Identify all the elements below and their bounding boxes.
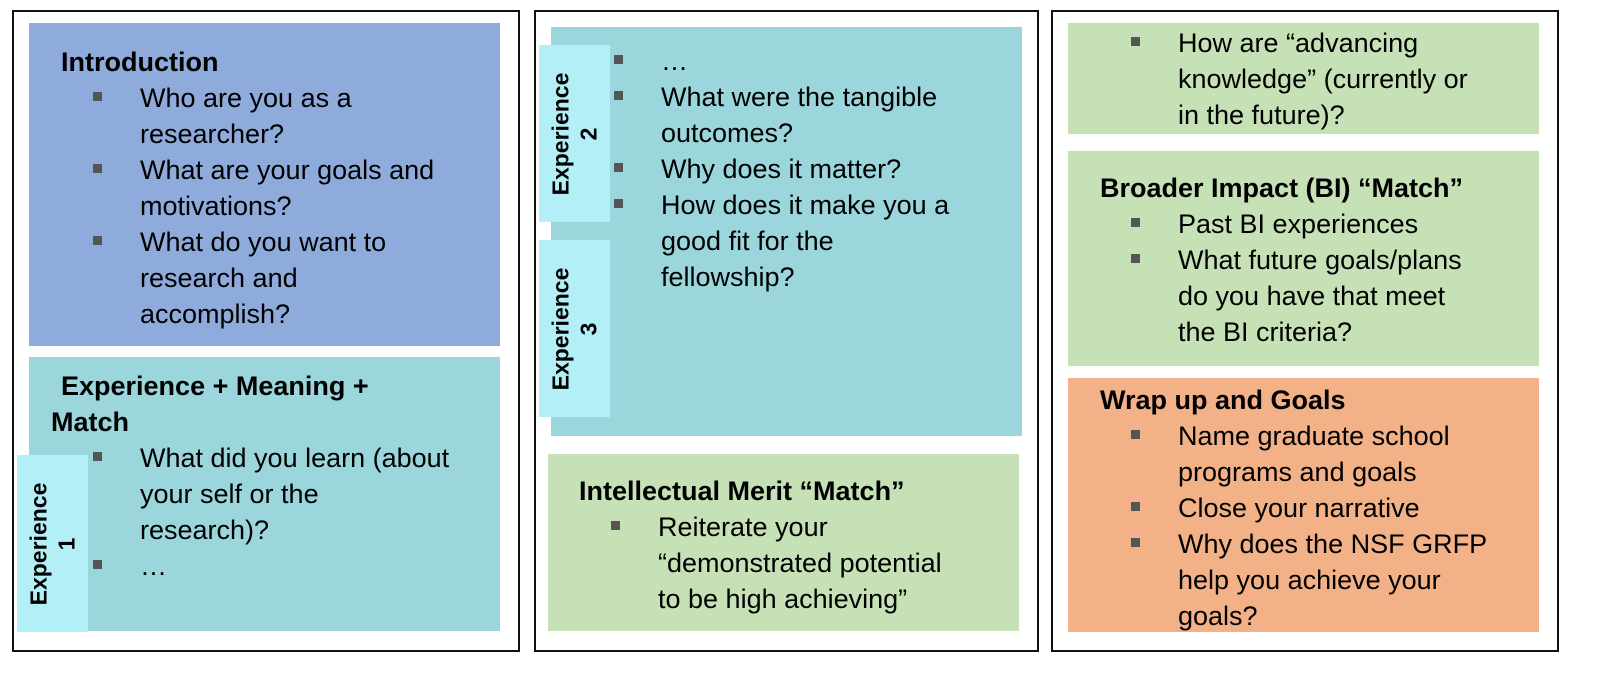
- tab-line: Experience: [547, 72, 574, 195]
- broader-impact-title: Broader Impact (BI) “Match”: [1100, 173, 1464, 203]
- list-item: What are your goals and motivations?: [92, 152, 435, 224]
- experience-meaning-title-line2: Match: [51, 407, 130, 437]
- advancing-knowledge-box: How are “advancing knowledge” (currently…: [1068, 23, 1539, 134]
- item-line: What did you learn (about: [140, 443, 450, 473]
- list-item: What future goals/plans do you have that…: [1131, 242, 1462, 350]
- list-item: Reiterate your “demonstrated potential t…: [611, 509, 942, 617]
- item-line: motivations?: [140, 191, 292, 221]
- item-line: programs and goals: [1178, 457, 1417, 487]
- item-line: Past BI experiences: [1178, 209, 1419, 239]
- experience-3-label: Experience 3: [547, 267, 603, 390]
- item-line: researcher?: [140, 119, 285, 149]
- experience-2-label: Experience 2: [547, 72, 603, 195]
- item-line: Name graduate school: [1178, 421, 1450, 451]
- item-line: How does it make you a: [661, 190, 950, 220]
- experience-middle-list: … What were the tangible outcomes? Why d…: [613, 43, 950, 295]
- tab-line: Experience: [25, 482, 52, 605]
- list-item: What do you want to research and accompl…: [92, 224, 434, 332]
- item-line: How are “advancing: [1178, 28, 1419, 58]
- list-item: …: [613, 43, 949, 79]
- item-line: What are your goals and: [140, 155, 435, 185]
- intellectual-merit-list: Reiterate your “demonstrated potential t…: [611, 509, 942, 617]
- item-line: Close your narrative: [1178, 493, 1420, 523]
- list-item: Why does it matter?: [613, 151, 949, 187]
- item-line: Why does it matter?: [661, 154, 902, 184]
- item-line: outcomes?: [661, 118, 794, 148]
- item-line: research and: [140, 263, 298, 293]
- item-line: …: [140, 551, 167, 581]
- item-line: to be high achieving”: [658, 584, 908, 614]
- item-line: fellowship?: [661, 262, 795, 292]
- item-line: research)?: [140, 515, 270, 545]
- experience-middle-box: … What were the tangible outcomes? Why d…: [551, 27, 1022, 436]
- introduction-title: Introduction: [61, 47, 219, 77]
- introduction-box: Introduction Who are you as a researcher…: [29, 23, 500, 346]
- item-line: accomplish?: [140, 299, 291, 329]
- wrap-up-box: Wrap up and Goals Name graduate school p…: [1068, 378, 1539, 632]
- experience-3-tab: Experience 3: [539, 240, 610, 417]
- item-line: What future goals/plans: [1178, 245, 1462, 275]
- item-line: good fit for the: [661, 226, 834, 256]
- tab-line: 1: [53, 537, 80, 550]
- item-line: Reiterate your: [658, 512, 828, 542]
- item-line: in the future)?: [1178, 100, 1345, 130]
- item-line: help you achieve your: [1178, 565, 1441, 595]
- advancing-knowledge-list: How are “advancing knowledge” (currently…: [1131, 25, 1468, 133]
- item-line: goals?: [1178, 601, 1258, 631]
- item-line: do you have that meet: [1178, 281, 1446, 311]
- item-line: the BI criteria?: [1178, 317, 1353, 347]
- list-item: What were the tangible outcomes?: [613, 79, 949, 151]
- tab-line: 2: [575, 127, 602, 140]
- item-line: Who are you as a: [140, 83, 352, 113]
- item-line: “demonstrated potential: [658, 548, 942, 578]
- experience-meaning-title-line1: Experience + Meaning +: [61, 371, 369, 401]
- experience-1-label: Experience 1: [25, 482, 81, 605]
- list-item: How does it make you a good fit for the …: [613, 187, 950, 295]
- tab-line: Experience: [547, 267, 574, 390]
- list-item: Why does the NSF GRFP help you achieve y…: [1130, 526, 1488, 634]
- list-item: Who are you as a researcher?: [92, 80, 434, 152]
- item-line: Why does the NSF GRFP: [1178, 529, 1488, 559]
- introduction-list: Who are you as a researcher? What are yo…: [92, 80, 435, 332]
- list-item: Name graduate school programs and goals: [1130, 418, 1487, 490]
- item-line: knowledge” (currently or: [1178, 64, 1468, 94]
- experience-2-tab: Experience 2: [539, 45, 610, 222]
- list-item: Past BI experiences: [1131, 206, 1462, 242]
- intellectual-merit-title: Intellectual Merit “Match”: [579, 476, 905, 506]
- list-item: How are “advancing knowledge” (currently…: [1131, 25, 1468, 133]
- intellectual-merit-box: Intellectual Merit “Match” Reiterate you…: [548, 454, 1019, 631]
- wrap-up-title: Wrap up and Goals: [1100, 385, 1346, 415]
- item-line: What were the tangible: [661, 82, 938, 112]
- experience-meaning-list: What did you learn (about your self or t…: [92, 440, 450, 584]
- item-line: …: [661, 46, 688, 76]
- experience-meaning-box: Experience + Meaning + Match What did yo…: [29, 357, 500, 631]
- item-line: your self or the: [140, 479, 319, 509]
- broader-impact-box: Broader Impact (BI) “Match” Past BI expe…: [1068, 151, 1539, 366]
- wrap-up-list: Name graduate school programs and goals …: [1130, 418, 1488, 634]
- tab-line: 3: [575, 322, 602, 335]
- broader-impact-list: Past BI experiences What future goals/pl…: [1131, 206, 1462, 350]
- list-item: …: [92, 548, 449, 584]
- experience-1-tab: Experience 1: [17, 455, 88, 632]
- list-item: Close your narrative: [1130, 490, 1487, 526]
- item-line: What do you want to: [140, 227, 387, 257]
- list-item: What did you learn (about your self or t…: [92, 440, 450, 548]
